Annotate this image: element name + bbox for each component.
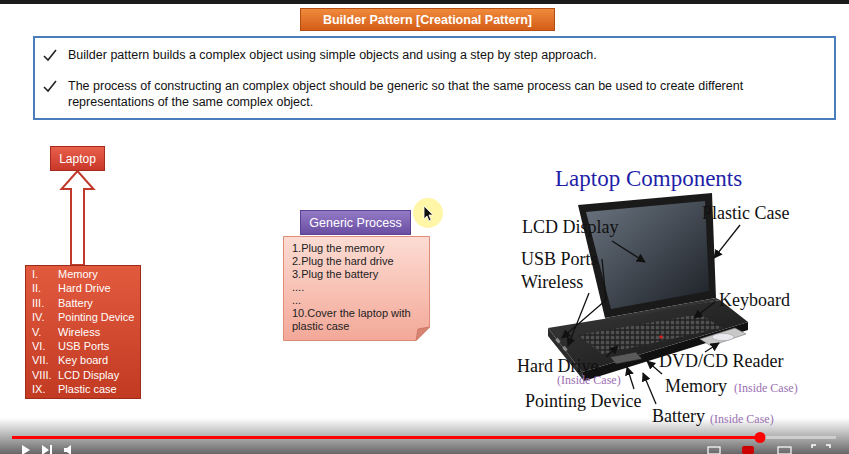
list-numeral: II. [32,281,58,295]
process-step: 3.Plug the battery [292,268,421,281]
list-item: Pointing Device [58,310,134,324]
list-item: Hard Drive [58,281,134,295]
usb-port [555,338,560,344]
leader-line [714,225,740,258]
list-item: Memory [58,267,134,281]
laptop-lid [578,193,716,318]
box-label: Generic Process [309,216,401,230]
leader-line [562,259,606,338]
laptop-trackpoint [659,335,663,339]
leader-line [705,343,719,352]
process-step: ... [292,294,421,307]
progress-played [12,436,760,439]
part-note: (Inside Case) [557,373,621,387]
product-box: Laptop [50,146,105,171]
part-note: (Inside Case) [710,412,774,426]
note-body [284,237,430,341]
leader-line [612,241,645,262]
part-label: DVD/CD Reader [659,351,783,371]
list-item: Plastic case [58,382,134,396]
laptop-keyboard [578,314,722,354]
list-numeral: IV. [32,310,58,324]
list-numeral: IX. [32,382,58,396]
check-bullet [43,80,57,93]
list-item: Key board [58,353,134,367]
volume-icon [64,445,71,454]
part-label: Plastic Case [702,203,790,223]
leader-line [643,373,656,404]
check-mark [44,50,56,60]
slide-title: Builder Pattern [Creational Pattern] [300,8,555,31]
video-top-edge [0,0,849,4]
mouse-cursor [413,198,443,228]
process-step: 2.Plug the hard drive [292,255,421,268]
hd-icon [742,446,754,454]
theater-icon [778,447,791,454]
leader-line [568,293,589,346]
bullet-row: Builder pattern builds a complex object … [41,47,822,63]
part-label: USB Ports [521,249,598,269]
part-label: Wireless [521,272,583,292]
component-list: I.MemoryII.Hard DriveIII.BatteryIV.Point… [25,265,141,399]
leader-line [606,346,618,357]
dvd-tray [700,328,746,346]
cursor-arrow [424,206,433,221]
bullet-text: The process of constructing an complex o… [68,78,822,110]
laptop-hinge [605,298,720,321]
subtitles-icon [708,447,720,454]
list-numeral: III. [32,296,58,310]
check-mark [44,81,56,91]
process-header: Generic Process [300,210,411,235]
process-step: 10.Cover the laptop with plastic case [292,307,421,333]
part-label: Memory [665,376,727,396]
next-icon [42,445,52,454]
process-note: 1.Plug the memory2.Plug the hard drive3.… [283,236,430,341]
bullet-row: The process of constructing an complex o… [41,78,822,110]
check-bullet [43,49,57,62]
part-label: Battery [652,406,705,426]
bullet-text: Builder pattern builds a complex object … [68,47,597,63]
note-fold [416,327,430,341]
list-item: Battery [58,296,134,310]
box-label: Laptop [59,152,96,166]
list-item: Wireless [58,325,134,339]
list-numeral: VIII. [32,368,58,382]
hollow-arrow [62,171,94,265]
fullscreen-icon [812,445,830,448]
part-label: Keyboard [719,290,790,310]
list-item: LCD Display [58,368,134,382]
list-item: USB Ports [58,339,134,353]
leader-line [627,367,634,389]
part-label: LCD Display [522,217,619,237]
dvd-disc [712,333,734,340]
part-note: (Inside Case) [734,381,798,395]
progress-knob [755,432,766,443]
progress-track [12,436,836,439]
list-numeral: I. [32,267,58,281]
usb-port [562,346,567,352]
part-label: Pointing Device [525,391,641,411]
list-numeral: V. [32,325,58,339]
process-step: .... [292,281,421,294]
play-icon [22,445,30,454]
figure-title: Laptop Components [555,166,742,192]
leader-line [694,302,715,318]
list-numeral: VII. [32,353,58,367]
list-numeral: VI. [32,339,58,353]
process-step: 1.Plug the memory [292,242,421,255]
description-panel: Builder pattern builds a complex object … [33,36,836,120]
cursor-highlight [413,198,443,228]
laptop-touchpad [610,352,642,364]
